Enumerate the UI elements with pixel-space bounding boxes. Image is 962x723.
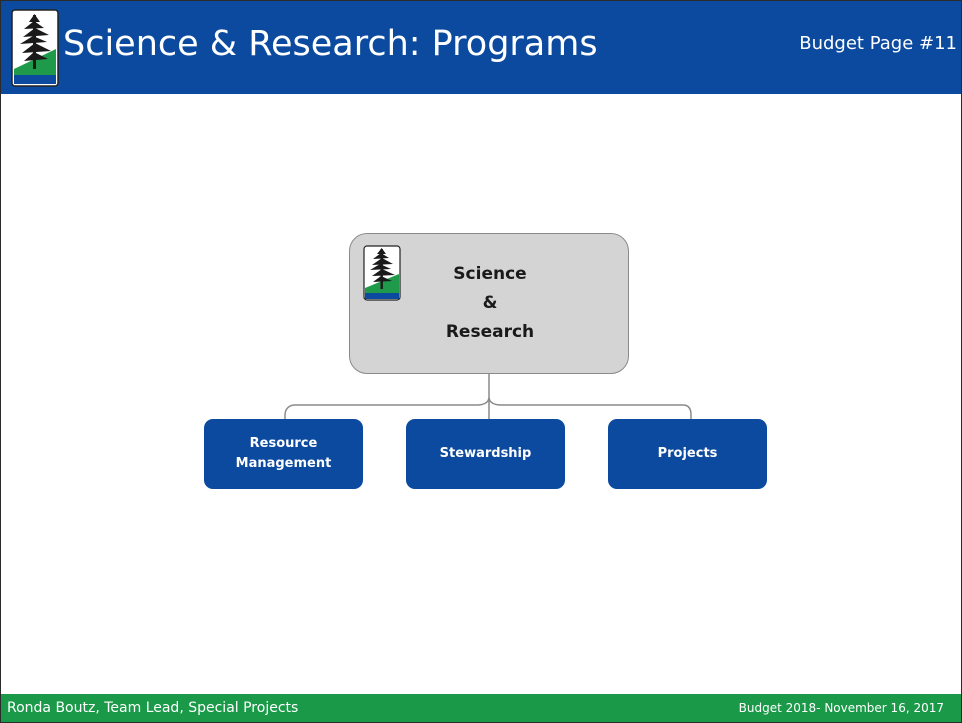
tree-logo-icon bbox=[11, 9, 59, 87]
root-node-science-research: Science & Research bbox=[349, 233, 629, 374]
tree-logo-icon bbox=[363, 245, 401, 301]
footer-bar: Ronda Boutz, Team Lead, Special Projects… bbox=[1, 694, 961, 722]
child-node-resource-management: Resource Management bbox=[204, 419, 363, 489]
org-chart-connectors bbox=[284, 374, 692, 419]
footer-presenter: Ronda Boutz, Team Lead, Special Projects bbox=[7, 700, 299, 716]
header-bar: Science & Research: Programs Budget Page… bbox=[1, 1, 961, 94]
child-node-stewardship: Stewardship bbox=[406, 419, 565, 489]
root-node-label: Science & Research bbox=[445, 264, 535, 342]
child-node-projects: Projects bbox=[608, 419, 767, 489]
budget-page-label: Budget Page #11 bbox=[799, 33, 957, 54]
page-title: Science & Research: Programs bbox=[63, 24, 598, 64]
footer-date: Budget 2018- November 16, 2017 bbox=[738, 701, 944, 715]
org-chart: Science & Research Resource Management S… bbox=[184, 223, 780, 499]
